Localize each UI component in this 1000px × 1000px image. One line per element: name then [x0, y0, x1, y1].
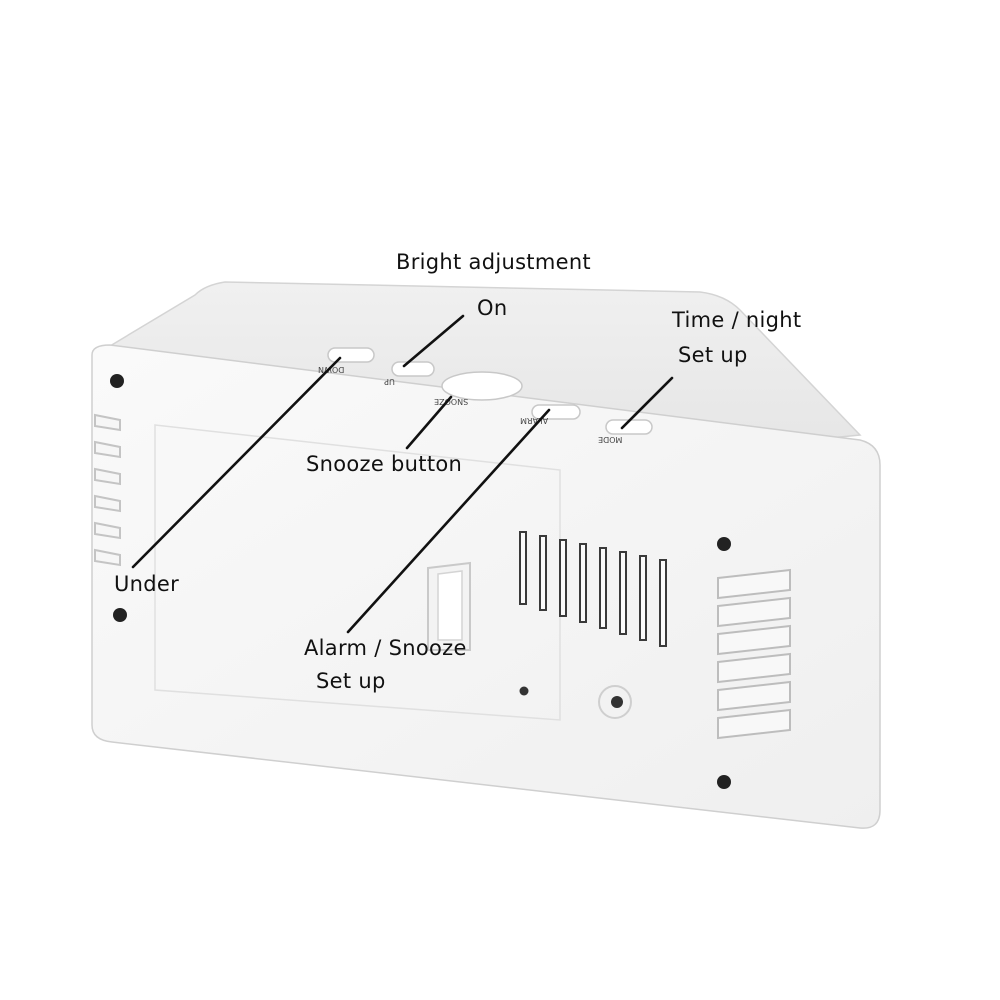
vent-slot	[94, 494, 121, 513]
vent-slot	[717, 680, 791, 712]
reset-hole-icon	[519, 686, 529, 696]
snooze-button-label: SNOOZE	[434, 397, 468, 406]
leader-line-time-night	[620, 376, 674, 430]
annotation-snooze-button: Snooze button	[306, 452, 462, 476]
left-vents	[94, 413, 121, 567]
dc-jack-inner-icon	[611, 696, 623, 708]
screw-hole-icon	[113, 608, 127, 622]
back-panel-recess	[154, 424, 561, 721]
grille-slot	[559, 539, 567, 617]
clock-body	[91, 281, 881, 829]
vent-slot	[717, 624, 791, 656]
grille-slot	[639, 555, 647, 641]
vent-slot	[94, 440, 121, 459]
speaker-grille	[519, 531, 667, 647]
annotation-alarm-snooze: Alarm / Snooze	[304, 636, 467, 660]
leader-lines	[131, 314, 674, 634]
down-button-label: DOWN	[318, 365, 344, 374]
annotation-alarm-snooze-setup: Set up	[316, 669, 386, 693]
battery-slot	[427, 561, 471, 651]
leader-line-alarm	[346, 408, 551, 634]
grille-slot	[519, 531, 527, 605]
alarm-button-label: ALARM	[520, 416, 548, 425]
annotation-bright-adjustment: Bright adjustment	[396, 250, 591, 274]
grille-slot	[539, 535, 547, 611]
leader-line-snooze	[405, 395, 453, 450]
vent-slot	[717, 708, 791, 740]
vent-slot	[94, 413, 121, 432]
top-buttons: DOWN UP SNOOZE ALARM MODE	[318, 347, 653, 444]
annotation-time-night: Time / night	[671, 308, 801, 332]
dc-power-jack	[598, 685, 632, 719]
up-button[interactable]	[391, 361, 435, 377]
snooze-button[interactable]	[441, 371, 523, 401]
down-button[interactable]	[327, 347, 375, 363]
screw-hole-icon	[110, 374, 124, 388]
screw-hole-icon	[717, 775, 731, 789]
grille-slot	[619, 551, 627, 635]
vent-slot	[717, 568, 791, 600]
leader-line-bright-on	[402, 314, 465, 368]
grille-slot	[579, 543, 587, 623]
leader-line-under	[131, 356, 342, 569]
grille-slot	[659, 559, 667, 647]
clock-back-face	[91, 344, 881, 829]
vent-slot	[717, 596, 791, 628]
up-button-label: UP	[384, 377, 395, 386]
screw-hole-icon	[717, 537, 731, 551]
annotations: Bright adjustment On Time / night Set up…	[114, 250, 801, 693]
battery-slot-inner	[437, 570, 463, 641]
screw-holes	[110, 374, 731, 789]
vent-slot	[94, 467, 121, 486]
vent-slot	[94, 521, 121, 540]
annotation-on: On	[477, 296, 507, 320]
annotation-under: Under	[114, 572, 179, 596]
vent-slot	[717, 652, 791, 684]
mode-button-label: MODE	[598, 435, 622, 444]
right-vents	[717, 568, 791, 740]
grille-slot	[599, 547, 607, 629]
vent-slot	[94, 548, 121, 567]
clock-top-face	[92, 281, 862, 446]
annotation-time-night-setup: Set up	[678, 343, 748, 367]
